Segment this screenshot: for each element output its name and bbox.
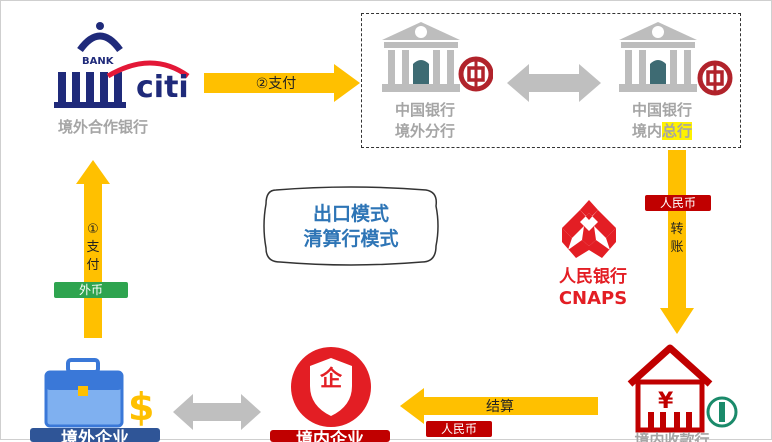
domestic-bank-label: 境内收款行	[634, 431, 710, 442]
double-arrow-companies	[173, 394, 261, 430]
arrow-settle	[400, 388, 598, 424]
boc-overseas-line1: 中国银行	[394, 101, 455, 119]
citi-bank-icon	[54, 22, 190, 108]
overseas-company-label: 境外企业	[61, 429, 129, 442]
arrow-settle-label: 结算	[486, 399, 514, 415]
arrow-pay-1-num: ①	[87, 222, 99, 237]
arrow-transfer-char1: 转	[670, 222, 684, 237]
svg-text:$: $	[128, 385, 152, 429]
boc-overseas-line2: 境外分行	[394, 122, 455, 140]
double-arrow-boc	[507, 64, 601, 102]
center-title: 出口模式 清算行模式	[262, 202, 440, 252]
briefcase-icon: $	[44, 358, 152, 429]
pboc-line1: 人民银行	[559, 267, 627, 287]
domestic-company-label: 境内企业	[296, 430, 364, 442]
boc-domestic-line2-b: 总行	[662, 122, 693, 140]
overseas-company-banner: 境外企业	[30, 428, 160, 442]
boc-group-box	[361, 13, 741, 148]
domestic-company-char: 企	[319, 367, 342, 392]
center-line2: 清算行模式	[303, 228, 399, 250]
boc-domestic-line2: 境内总行	[612, 121, 712, 142]
bank-text: BANK	[82, 56, 114, 67]
foreign-currency-tag: 外币	[54, 282, 128, 298]
pboc-line2: CNAPS	[558, 288, 628, 309]
bank-building-icon	[382, 22, 494, 92]
domestic-bank-icon: ¥	[627, 344, 738, 433]
boc-domestic-line1: 中国银行	[631, 101, 692, 119]
svg-text:¥: ¥	[658, 389, 674, 414]
domestic-company-icon	[291, 347, 371, 427]
arrow-pay-2-label: ②支付	[255, 76, 297, 92]
pboc-logo-icon	[562, 200, 616, 258]
domestic-bank-label-box: 境内收款行	[612, 430, 732, 442]
arrow-pay-1-char1: 支	[86, 240, 100, 255]
arrow-pay-2	[204, 64, 360, 102]
boc-overseas-building	[378, 18, 494, 98]
boc-domestic-building	[615, 18, 735, 98]
bank-building-icon	[619, 22, 733, 96]
center-bubble	[263, 186, 439, 266]
arrow-transfer-char2: 账	[670, 240, 684, 255]
boc-domestic-line2-a: 境内	[631, 122, 662, 140]
center-line1: 出口模式	[312, 203, 389, 225]
citi-bank-logo: BANK citi	[52, 20, 192, 110]
citi-wordmark: citi	[136, 70, 189, 105]
rmb-tag-settle: 人民币	[426, 421, 492, 437]
citi-label: 境外合作银行	[57, 118, 148, 136]
rmb-tag-transfer: 人民币	[645, 195, 711, 211]
arrow-pay-1-char2: 付	[86, 258, 100, 273]
domestic-company-banner: 境内企业	[270, 430, 390, 442]
